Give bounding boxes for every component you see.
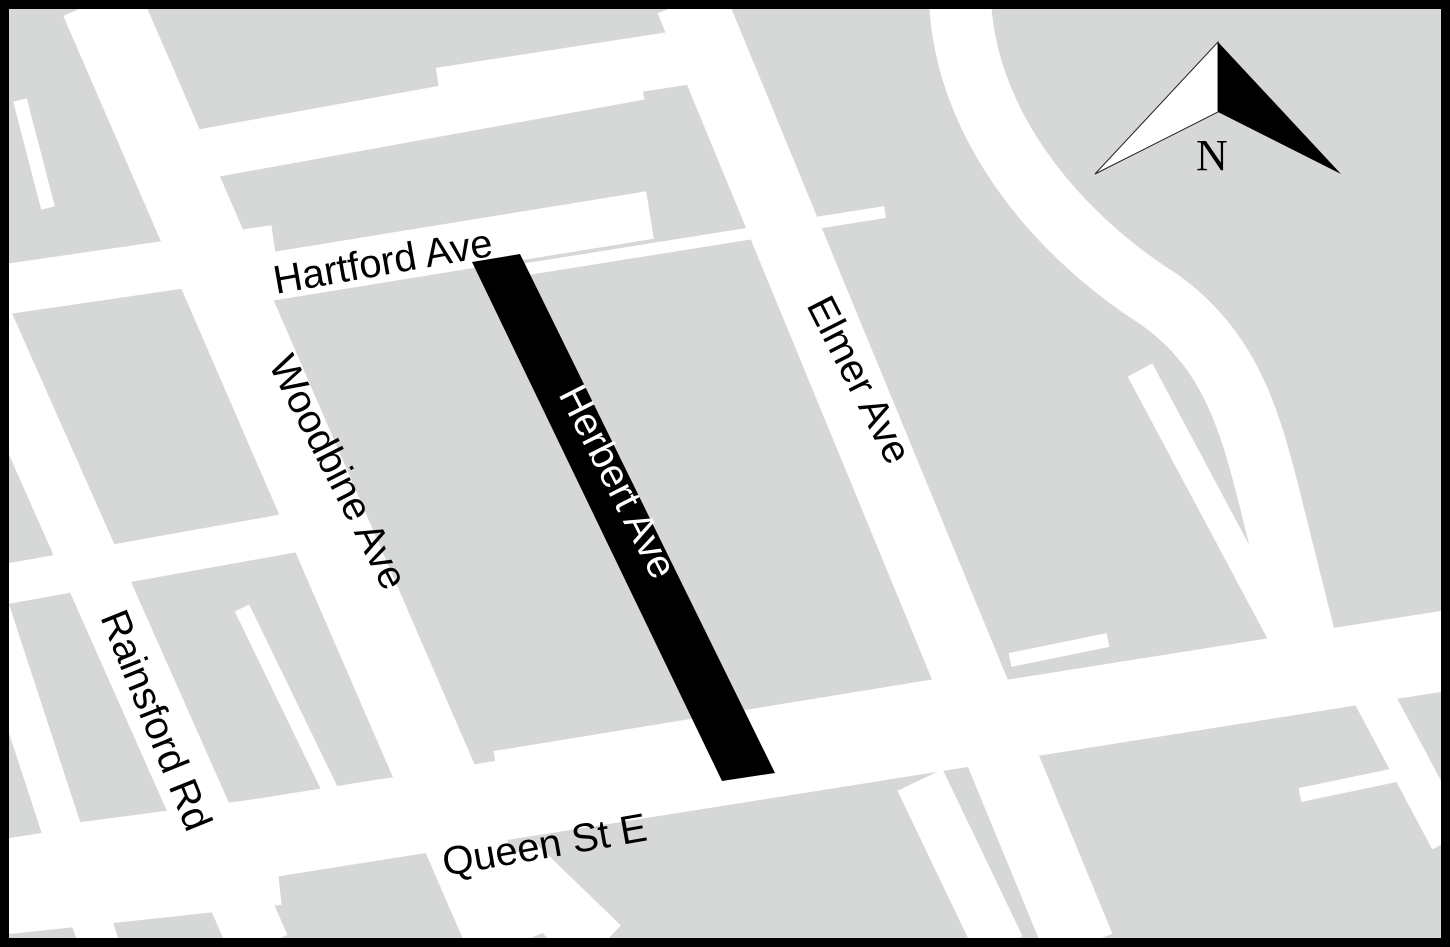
road-hartford-ave-east	[246, 191, 654, 304]
road-south-mid	[489, 838, 621, 938]
road-far-right	[1352, 680, 1441, 850]
road-lower-left-cross	[58, 775, 442, 855]
compass-north-arrow-icon: N	[1094, 40, 1341, 180]
road-top-connector	[435, 27, 705, 123]
road-lane-east-elmer	[1008, 633, 1110, 667]
compass-letter: N	[1196, 131, 1228, 180]
road-lane-top-left	[13, 98, 55, 210]
road-elmer-ave	[657, 9, 1113, 938]
road-curve-branch	[1127, 363, 1313, 677]
road-lane-hartford-east	[489, 206, 886, 281]
road-hartford-ave-west	[9, 225, 279, 314]
road-inner-lane	[234, 604, 343, 804]
road-curve-east	[929, 9, 1341, 668]
road-south-right	[897, 769, 1023, 938]
road-south-left	[9, 875, 282, 935]
road-mid-left-cross	[9, 505, 339, 604]
highlight-herbert-ave[interactable]	[472, 254, 775, 781]
compass-right-half	[1218, 42, 1341, 174]
